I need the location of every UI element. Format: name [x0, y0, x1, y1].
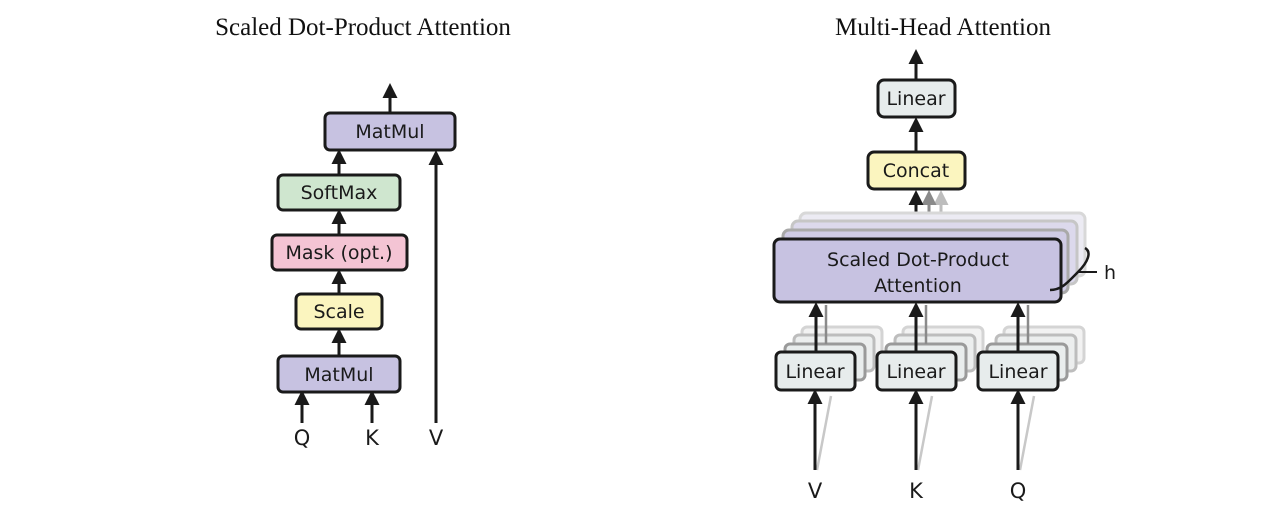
input-k-shadow-arrow: [916, 395, 934, 471]
svg-text:Linear: Linear: [988, 361, 1047, 383]
svg-text:Scale: Scale: [313, 301, 364, 323]
input-v-label: V: [429, 426, 444, 450]
left-diagram: MatMul SoftMax Mask (opt.) Scale MatMul …: [270, 83, 457, 450]
matmul-bottom-block: MatMul: [276, 354, 402, 394]
input-q-label-right: Q: [1010, 479, 1027, 503]
mask-block: Mask (opt.): [270, 233, 409, 272]
linear-top-block: Linear: [876, 78, 957, 119]
softmax-block: SoftMax: [276, 173, 402, 212]
svg-text:SoftMax: SoftMax: [301, 182, 378, 204]
scaled-dot-product-attention-block: Scaled Dot-Product Attention: [772, 237, 1063, 304]
input-k-label-right: K: [909, 479, 924, 503]
scaled-dot-product-attention-title: Scaled Dot-Product Attention: [215, 14, 511, 41]
input-q-shadow-arrow: [1018, 395, 1036, 471]
linear-k-block: Linear: [875, 350, 958, 392]
matmul-top-block: MatMul: [323, 111, 457, 152]
multi-head-attention-title: Multi-Head Attention: [835, 14, 1051, 41]
input-v-label-right: V: [808, 479, 823, 503]
input-v-shadow-arrow: [815, 395, 833, 471]
svg-text:Linear: Linear: [886, 361, 945, 383]
linear-q-block: Linear: [976, 350, 1060, 392]
input-q-label: Q: [294, 426, 311, 450]
head-count-label: h: [1104, 262, 1116, 284]
concat-block: Concat: [866, 150, 967, 191]
scale-block: Scale: [294, 292, 384, 331]
linear-v-block: Linear: [774, 350, 857, 392]
svg-text:Mask (opt.): Mask (opt.): [286, 242, 393, 264]
input-k-label: K: [365, 426, 380, 450]
svg-text:Attention: Attention: [874, 275, 962, 297]
svg-text:Scaled Dot-Product: Scaled Dot-Product: [827, 249, 1009, 271]
svg-text:MatMul: MatMul: [304, 364, 373, 386]
svg-text:Linear: Linear: [886, 88, 945, 110]
svg-text:Concat: Concat: [883, 160, 949, 182]
right-diagram: Scaled Dot-Product Attention h: [772, 49, 1116, 503]
svg-text:Linear: Linear: [785, 361, 844, 383]
svg-text:MatMul: MatMul: [355, 121, 424, 143]
